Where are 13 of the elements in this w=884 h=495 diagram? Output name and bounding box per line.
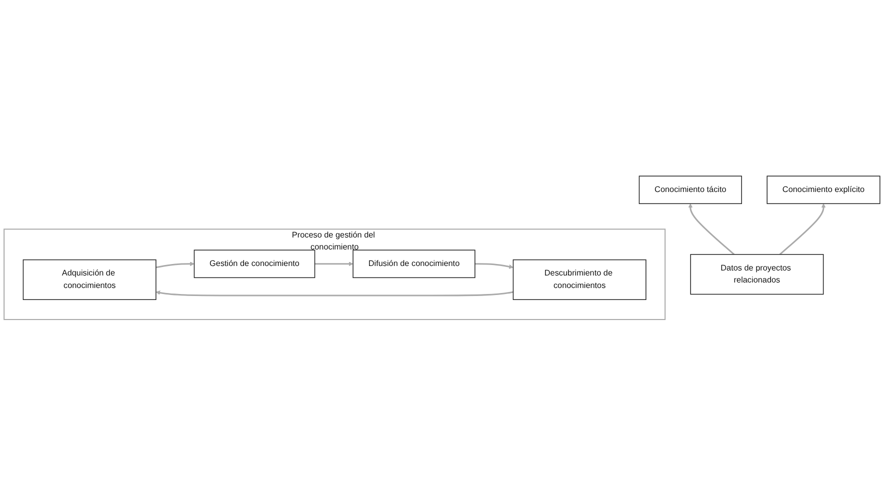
node-box: Gestión de conocimiento [194,249,316,278]
node-box: Adquisición de conocimientos [22,259,156,300]
arrow [779,203,826,255]
node-box: Difusión de conocimiento [352,249,476,278]
arrow [474,262,514,269]
node-box: Conocimiento tácito [638,175,742,204]
arrow [314,261,354,266]
arrow [156,290,514,296]
node-box: Descubrimiento de conocimientos [512,259,646,300]
arrow [688,203,735,255]
arrow [156,261,194,268]
node-box: Conocimiento explícito [766,175,880,204]
node-box: Datos de proyectos relacionados [690,254,824,294]
